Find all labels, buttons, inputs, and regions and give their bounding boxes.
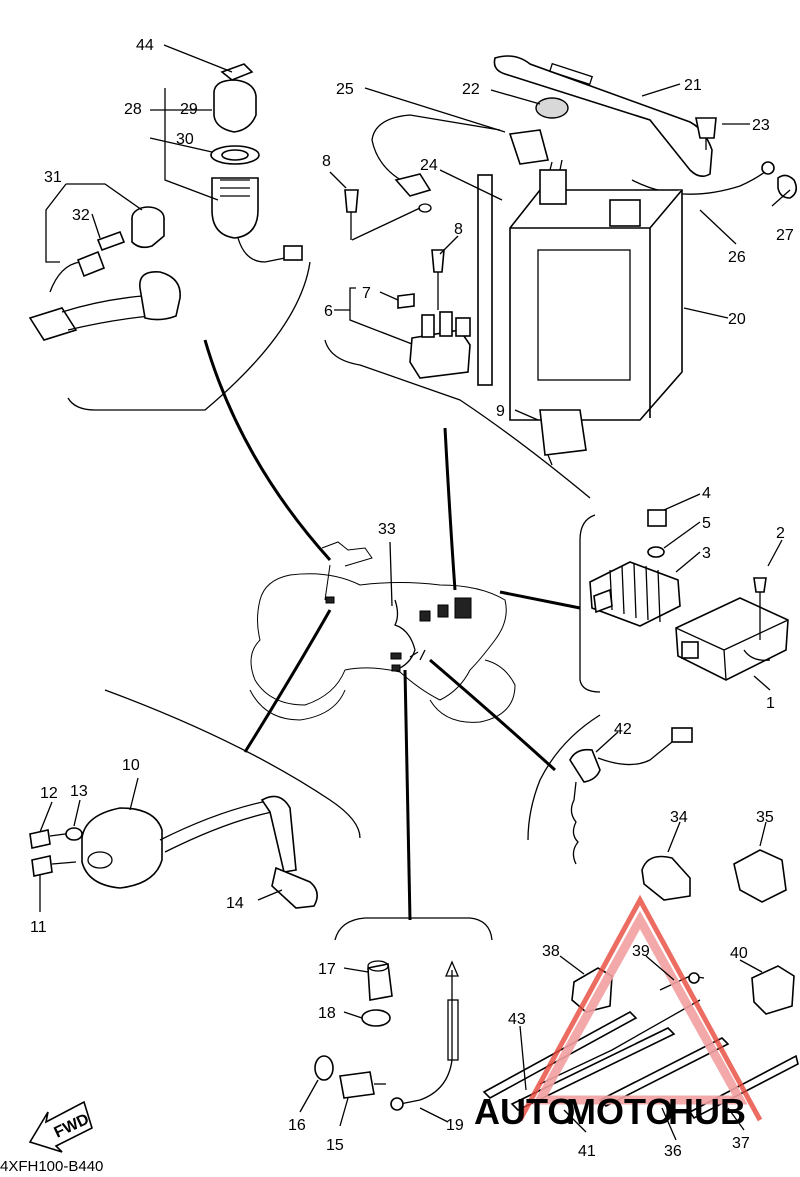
gasket-icon: [361, 1009, 391, 1027]
callout-16: 16: [288, 1117, 306, 1134]
clamp-icon: [641, 855, 691, 901]
callout-31: 31: [44, 169, 62, 186]
callout-7: 7: [362, 285, 371, 302]
ignition-coil-group: [29, 795, 318, 909]
callout-43: 43: [508, 1011, 526, 1028]
group-leaders: [203, 339, 581, 921]
watermark-word-2: MOTO: [566, 1091, 673, 1132]
screw-icon: [431, 249, 445, 273]
cable-tie-icon: [510, 1027, 676, 1111]
plug-cap-icon: [271, 866, 318, 909]
battery-band-icon: [493, 55, 713, 178]
callout-18: 18: [318, 1005, 336, 1022]
callout-35: 35: [756, 809, 774, 826]
callout-32: 32: [72, 207, 90, 224]
callout-15: 15: [326, 1137, 344, 1154]
fuse-icon: [397, 293, 415, 309]
callout-23: 23: [752, 117, 770, 134]
callout-14: 14: [226, 895, 244, 912]
callout-17: 17: [318, 961, 336, 978]
callout-22: 22: [462, 81, 480, 98]
callout-20: 20: [728, 311, 746, 328]
callout-41: 41: [578, 1143, 596, 1160]
group-boundaries: [67, 261, 601, 941]
starter-relay-icon: [409, 329, 471, 379]
callout-24: 24: [420, 157, 438, 174]
bolt-icon: [31, 855, 53, 877]
callout-10: 10: [122, 757, 140, 774]
switch-unit-icon: [367, 963, 393, 1001]
cdi-unit-icon: [675, 597, 789, 681]
callout-leaders: [39, 44, 791, 1141]
callout-38: 38: [542, 943, 560, 960]
callout-44: 44: [136, 37, 154, 54]
key-icon: [220, 63, 254, 81]
callout-29: 29: [180, 101, 198, 118]
clip-icon: [733, 849, 787, 903]
callout-4: 4: [702, 485, 711, 502]
callout-6: 6: [324, 303, 333, 320]
rectifier-cdi-group: [589, 509, 789, 681]
callout-5: 5: [702, 515, 711, 532]
sender-icon: [339, 1071, 375, 1099]
bolt-icon: [647, 509, 667, 527]
bike-battery-marker: [454, 597, 472, 619]
callout-37: 37: [732, 1135, 750, 1152]
callout-26: 26: [728, 249, 746, 266]
callout-36: 36: [664, 1143, 682, 1160]
neutral-switch-icon: [569, 748, 601, 783]
callout-34: 34: [670, 809, 688, 826]
main-switch-icon: [211, 177, 259, 239]
callout-2: 2: [776, 525, 785, 542]
callout-19: 19: [446, 1117, 464, 1134]
callout-13: 13: [70, 783, 88, 800]
connector-icon: [283, 245, 303, 261]
motorcycle-outline: [249, 541, 516, 723]
callout-25: 25: [336, 81, 354, 98]
sensor-group: [314, 960, 459, 1111]
battery-group: [344, 55, 798, 466]
watermark-word-3: HUB: [668, 1091, 746, 1132]
callout-42: 42: [614, 721, 632, 738]
washer-icon: [65, 827, 83, 841]
bolt-icon: [695, 117, 717, 139]
callout-28: 28: [124, 101, 142, 118]
callout-21: 21: [684, 77, 702, 94]
coupler-icon: [28, 307, 78, 341]
callout-8b: 8: [454, 221, 463, 238]
switch-cover-icon: [213, 79, 257, 133]
washer-icon: [647, 546, 665, 558]
callout-33: 33: [378, 521, 396, 538]
callout-9: 9: [496, 403, 505, 420]
watermark-word-1: AUTO: [474, 1091, 575, 1132]
screw-icon: [753, 577, 767, 593]
callout-3: 3: [702, 545, 711, 562]
callout-27: 27: [776, 227, 794, 244]
ignition-coil-icon: [81, 807, 163, 889]
automotohub-watermark: AUTO MOTO HUB: [474, 894, 763, 1132]
grommet-icon: [777, 174, 798, 199]
vent-hose-icon: [477, 174, 493, 386]
callout-30: 30: [176, 131, 194, 148]
callout-11: 11: [30, 919, 47, 936]
callout-40: 40: [730, 945, 748, 962]
clip-icon: [751, 965, 795, 1015]
callout-8a: 8: [322, 153, 331, 170]
cap-small-icon: [96, 230, 126, 252]
screw-icon: [344, 189, 359, 213]
relay-unit-icon: [539, 409, 587, 456]
callout-labels: 44 29 28 30 31 32 25 22 21 23 27 26 24 8…: [30, 37, 794, 1160]
callout-1: 1: [766, 695, 775, 712]
gasket-icon: [314, 1055, 334, 1081]
terminal-cover-icon: [508, 129, 550, 165]
forward-arrow: FWD: [28, 1100, 93, 1153]
cap-icon: [535, 97, 569, 119]
callout-39: 39: [632, 943, 650, 960]
bolt-icon: [29, 829, 51, 849]
socket-icon: [139, 271, 181, 321]
callout-12: 12: [40, 785, 58, 802]
main-switch-group: [28, 63, 303, 341]
document-code: 4XFH100-B440: [0, 1158, 104, 1175]
